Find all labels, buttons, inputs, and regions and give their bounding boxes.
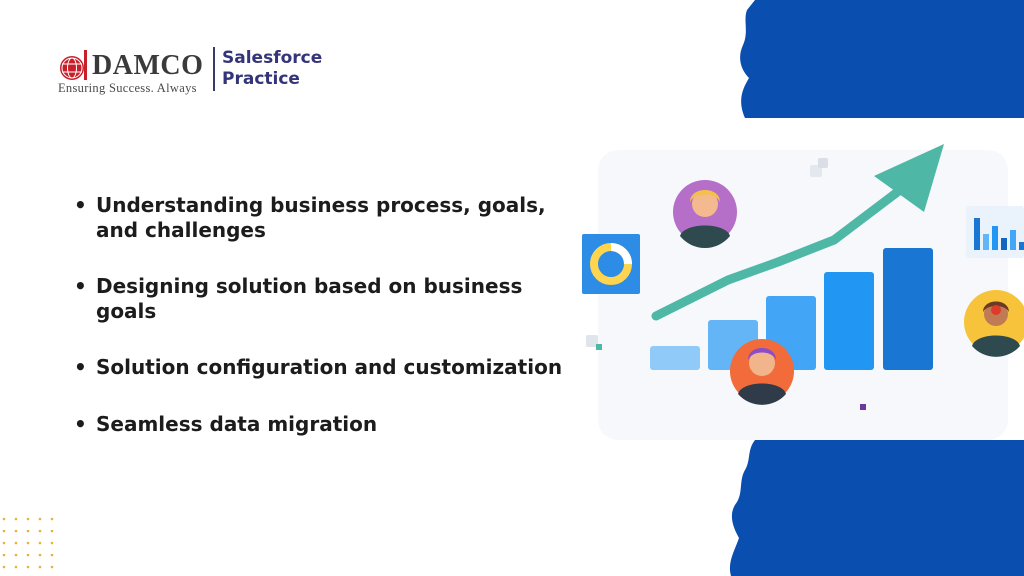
donut-chart-icon	[582, 234, 640, 294]
practice-line-1: Salesforce	[222, 48, 323, 68]
bullet-dot: •	[74, 412, 87, 436]
growth-arrow-icon	[651, 144, 944, 321]
avatar-icon	[964, 290, 1024, 357]
logo-tagline: Ensuring Success. Always	[58, 81, 197, 95]
decor-square	[596, 344, 602, 350]
bullet-line: Solution configuration and customization	[96, 355, 563, 379]
avatar-icon	[730, 339, 794, 405]
logo-brand-text: DAMCO	[92, 50, 204, 81]
bullet-item: • Understanding business process, goals,…	[74, 193, 574, 243]
practice-label: Salesforce Practice	[222, 48, 322, 90]
bullet-dot: •	[74, 274, 87, 298]
growth-illustration	[582, 144, 1024, 440]
mini-bar-chart-icon	[966, 206, 1024, 258]
decor-square	[860, 404, 866, 410]
avatar-icon	[673, 180, 737, 249]
bullet-line: goals	[96, 299, 157, 323]
bar	[650, 346, 700, 370]
globe-logo-icon	[60, 50, 87, 80]
bullet-line: Understanding business process, goals,	[96, 193, 546, 217]
logo-divider	[213, 47, 215, 91]
bar	[883, 248, 933, 370]
bullet-dot: •	[74, 193, 87, 217]
bullet-item: • Seamless data migration	[74, 412, 574, 437]
practice-line-2: Practice	[222, 69, 300, 89]
bullet-line: Designing solution based on business	[96, 274, 523, 298]
decor-square	[810, 165, 822, 177]
bullet-list: • Understanding business process, goals,…	[74, 193, 574, 468]
bullet-item: • Designing solution based on business g…	[74, 274, 574, 324]
bullet-line: and challenges	[96, 218, 266, 242]
damco-logo: DAMCO Ensuring Success. Always Salesforc…	[56, 44, 346, 98]
dot-pattern	[2, 517, 54, 569]
blue-shape-top	[740, 0, 1024, 118]
bullet-item: • Solution configuration and customizati…	[74, 355, 574, 380]
decor-square	[818, 158, 828, 168]
bullet-line: Seamless data migration	[96, 412, 378, 436]
bullet-dot: •	[74, 355, 87, 379]
blue-shape-bottom	[729, 440, 1024, 576]
decor-square	[586, 335, 598, 347]
bar	[824, 272, 874, 370]
